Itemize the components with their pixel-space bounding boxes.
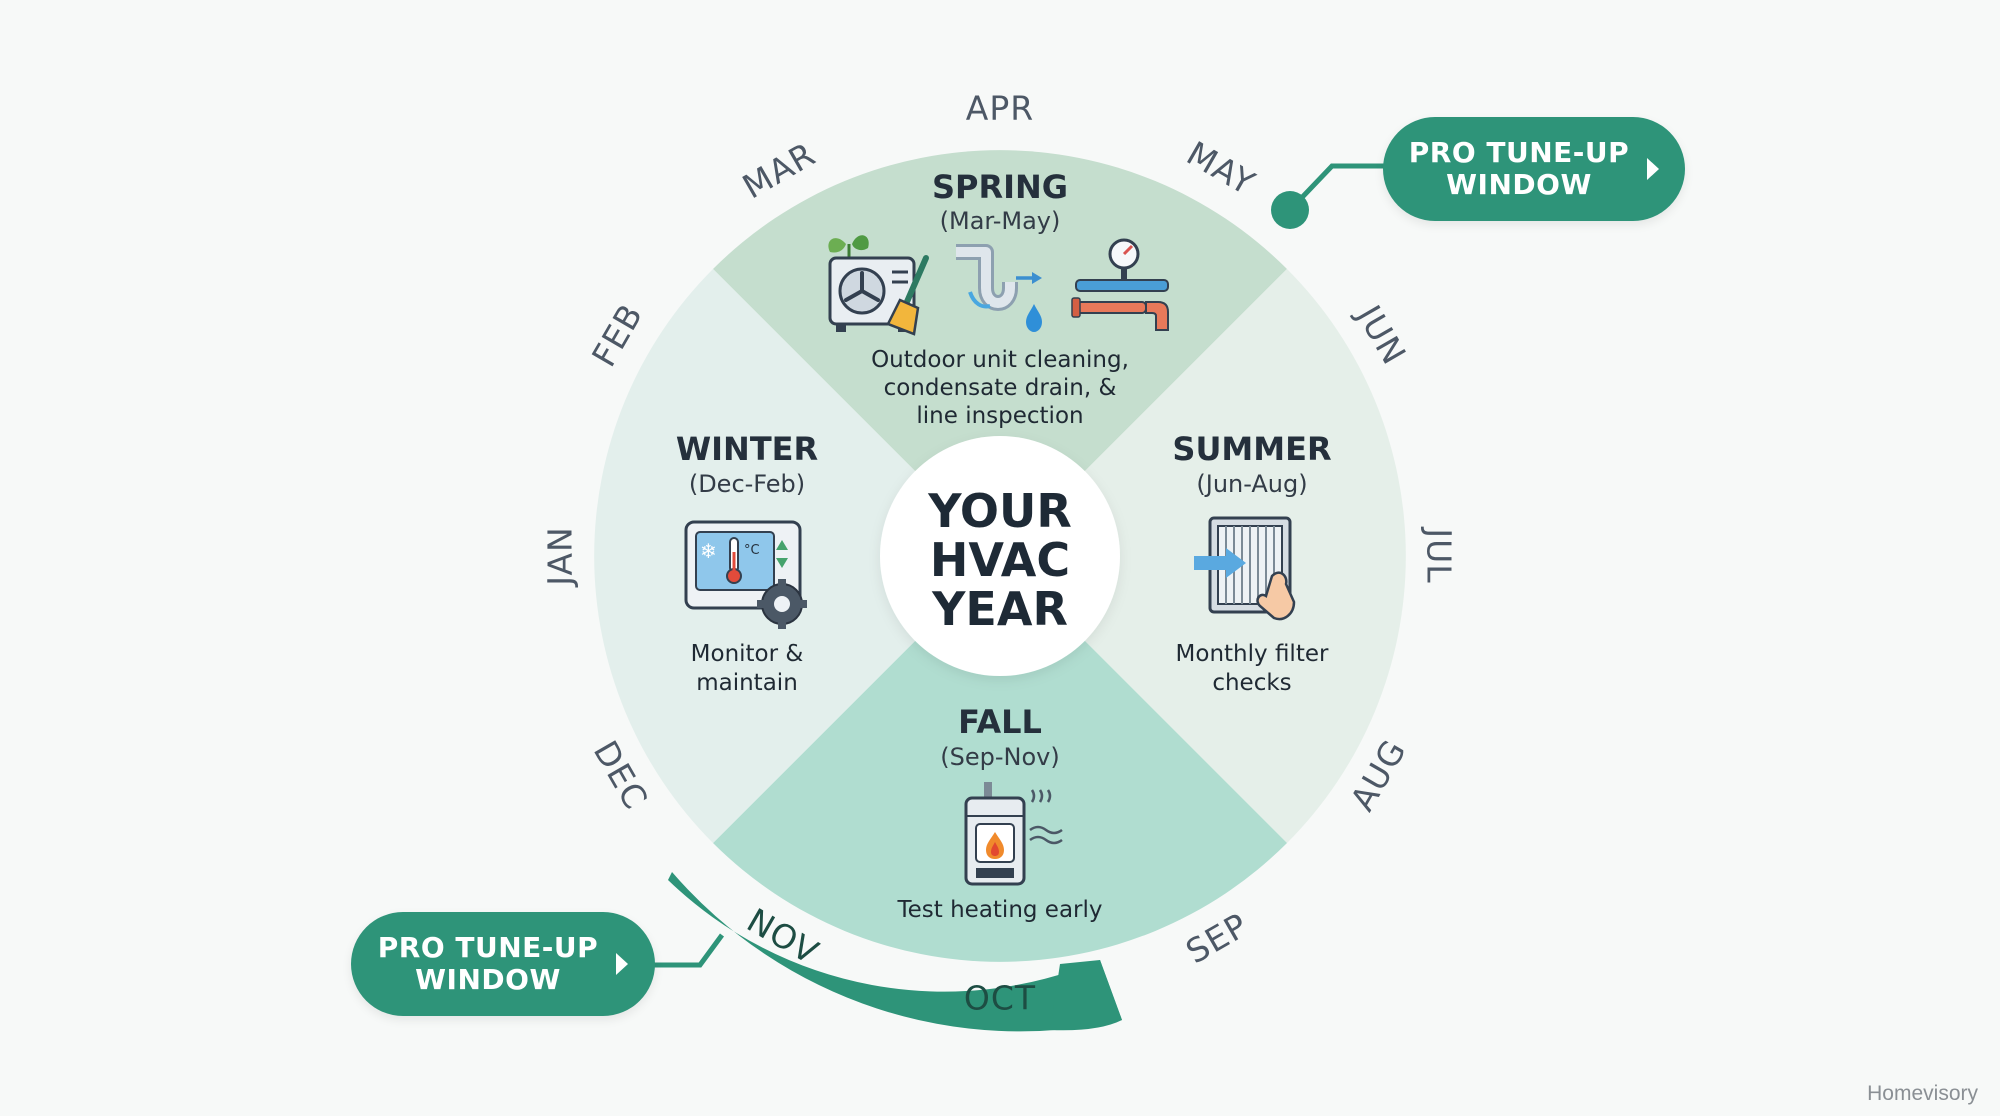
fall-tuneup-band: [668, 872, 1122, 1032]
month-apr: APR: [966, 89, 1034, 128]
fall-callout-line-1: PRO TUNE-UP: [377, 931, 599, 964]
month-oct: OCT: [964, 979, 1036, 1018]
thermostat-gear-icon: ❄ °C: [684, 520, 807, 629]
chevron-right-icon: [616, 953, 629, 975]
summer-desc-line-2: checks: [1212, 670, 1291, 696]
fall-callout-text: PRO TUNE-UP WINDOW: [378, 932, 598, 996]
spring-pro-tuneup-callout: PRO TUNE-UP WINDOW: [1383, 117, 1685, 221]
spring-callout-line-2: WINDOW: [1446, 168, 1592, 201]
spring-desc-line-3: line inspection: [916, 403, 1083, 429]
pressure-gauge-pipes-icon: [1071, 238, 1169, 331]
air-filter-hand-icon: [1194, 516, 1296, 621]
winter-range: (Dec-Feb): [689, 470, 805, 498]
month-jul: JUL: [1420, 526, 1459, 583]
summer-desc-line-1: Monthly filter: [1176, 641, 1329, 667]
spring-range: (Mar-May): [940, 207, 1061, 235]
outdoor-unit-brush-icon: [828, 235, 929, 336]
winter-title: WINTER: [676, 430, 818, 468]
spring-callout-line-1: PRO TUNE-UP: [1408, 136, 1630, 169]
spring-desc-line-2: condensate drain, &: [884, 375, 1117, 401]
month-may: MAY: [1180, 133, 1262, 203]
spring-title: SPRING: [932, 168, 1068, 206]
winter-desc-line-2: maintain: [696, 670, 798, 696]
water-heater-flame-icon: [964, 782, 1063, 886]
month-feb: FEB: [584, 297, 651, 373]
spring-callout-connector: [1288, 163, 1390, 212]
center-line-3: YEAR: [931, 582, 1068, 636]
fall-callout-line-2: WINDOW: [415, 963, 561, 996]
month-jun: JUN: [1348, 297, 1414, 372]
fall-title: FALL: [958, 703, 1042, 741]
month-sep: SEP: [1179, 905, 1255, 971]
chevron-right-icon: [1647, 158, 1660, 180]
spring-desc-line-1: Outdoor unit cleaning,: [871, 347, 1129, 373]
svg-text:°C: °C: [744, 543, 760, 558]
fall-desc-line-1: Test heating early: [896, 897, 1102, 923]
spring-quadrant: [713, 150, 1287, 556]
center-line-1: YOUR: [927, 484, 1072, 538]
fall-callout-connector: [650, 933, 725, 968]
winter-desc-line-1: Monitor &: [691, 641, 804, 667]
condensate-drain-icon: [956, 244, 1042, 332]
brand-watermark: Homevisory: [1867, 1082, 1978, 1105]
svg-text:❄: ❄: [700, 539, 717, 563]
month-jan: JAN: [541, 526, 580, 587]
month-mar: MAR: [736, 134, 822, 206]
spring-callout-text: PRO TUNE-UP WINDOW: [1409, 137, 1629, 201]
center-line-2: HVAC: [930, 533, 1070, 587]
fall-tuneup-band-tail: [1050, 960, 1122, 1031]
summer-range: (Jun-Aug): [1196, 470, 1307, 498]
fall-quadrant: [713, 556, 1287, 962]
fall-range: (Sep-Nov): [940, 743, 1059, 771]
center-circle: [880, 436, 1120, 676]
summer-title: SUMMER: [1172, 430, 1331, 468]
fall-pro-tuneup-callout: PRO TUNE-UP WINDOW: [351, 912, 655, 1016]
